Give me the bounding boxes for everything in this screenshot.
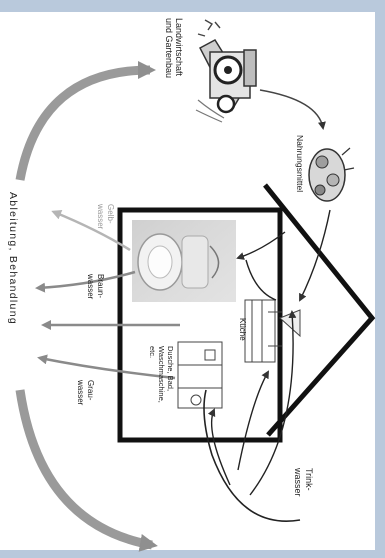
arrow-to-food	[259, 89, 326, 130]
bathroom-illustration	[177, 341, 223, 409]
arrow-into-kitchen-upper	[249, 310, 297, 496]
house-roof	[263, 183, 376, 437]
tractor-icon	[195, 19, 257, 123]
arrow-brown-water	[35, 270, 136, 293]
link-toilet-kitchen	[245, 259, 277, 301]
label-landwirtschaft: Landwirtschaft	[174, 18, 184, 77]
label-grauwasser-1: Grau-	[86, 380, 95, 401]
cycle-arrow-top	[15, 61, 156, 181]
toilet-photo	[132, 220, 236, 302]
arrow-into-toilet	[236, 231, 286, 260]
label-etc: etc.	[148, 346, 157, 358]
arrow-into-bathroom	[207, 408, 231, 486]
arrow-grey-water-bath	[37, 354, 176, 380]
label-braunwasser-1: Braun-	[96, 274, 105, 298]
label-trinkwasser-2: wasser	[293, 467, 303, 497]
label-nahrungsmittel: Nahrungsmittel	[295, 135, 305, 192]
label-trinkwasser-1: Trink-	[304, 468, 314, 491]
window-frame-bottom	[0, 550, 385, 558]
drinking-water-line	[203, 389, 301, 522]
arrow-into-kitchen	[237, 370, 269, 471]
food-basket-icon	[308, 147, 355, 202]
arrow-yellow-water	[51, 210, 131, 252]
kitchen-illustration	[244, 299, 301, 363]
label-gartenbau: und Gartenbau	[164, 18, 174, 78]
cycle-arrow-bottom	[15, 389, 158, 552]
label-grauwasser-2: wasser	[76, 379, 85, 406]
window-frame-right	[375, 0, 385, 558]
label-gelbwasser-2: wasser	[96, 203, 105, 230]
window-frame-top	[0, 0, 385, 12]
label-dusche: Dusche, Bad,	[166, 346, 175, 391]
label-ableitung-behandlung: Ableitung, Behandlung	[7, 192, 19, 325]
label-braunwasser-2: wasser	[86, 273, 95, 300]
arrow-food-to-kitchen	[299, 209, 331, 302]
label-waschmaschine: Waschmaschine,	[157, 346, 166, 403]
label-gelbwasser-1: Gelb-	[106, 204, 115, 224]
label-kueche: Küche	[238, 318, 247, 341]
